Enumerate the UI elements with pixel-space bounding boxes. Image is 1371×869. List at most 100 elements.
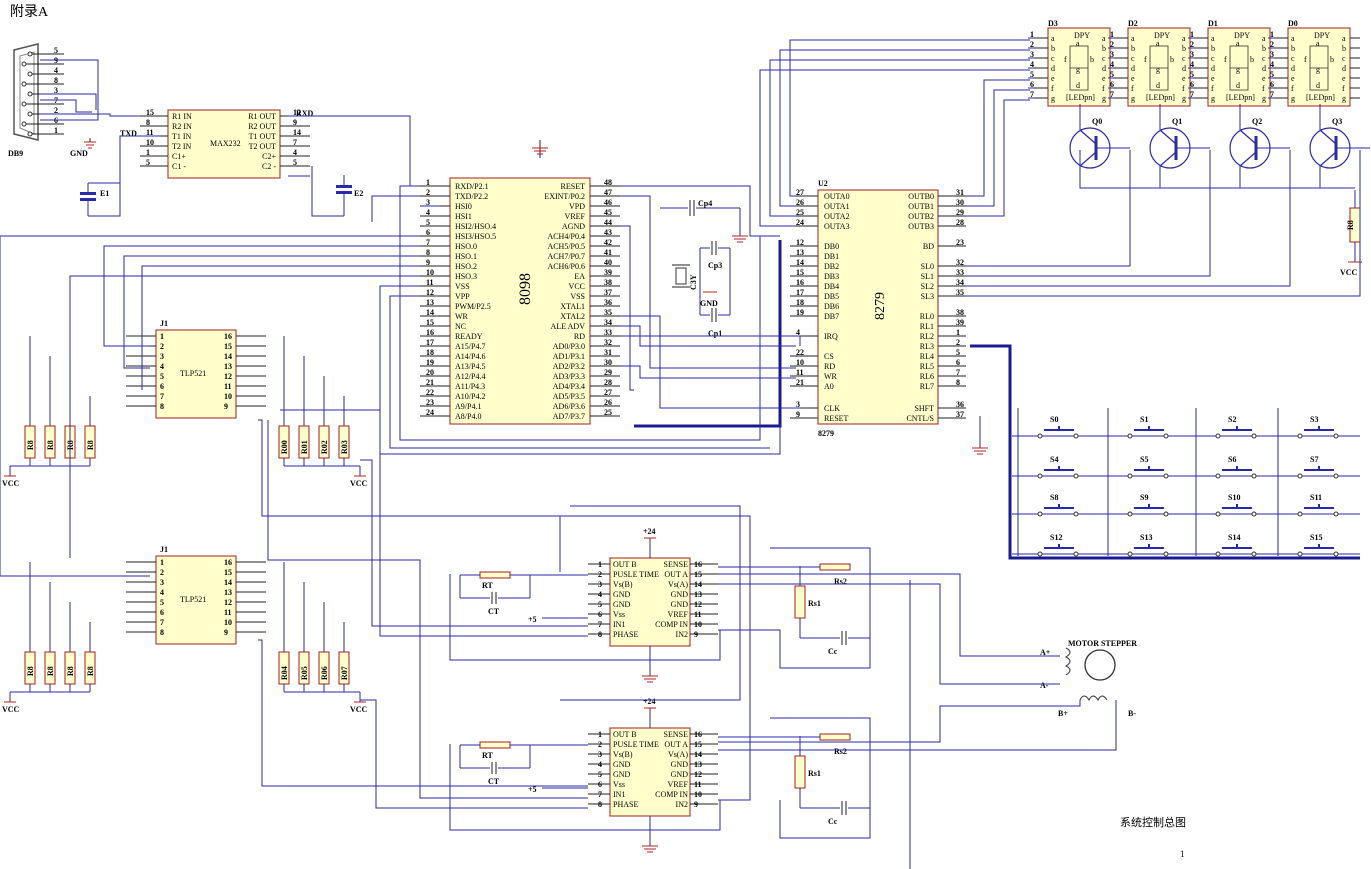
kbd-pin-name: OUTB2	[908, 212, 934, 221]
resistor-rt-ref: RT	[482, 751, 493, 760]
key-switch: S8	[1037, 493, 1079, 517]
driver-pin-name: GND	[671, 760, 689, 769]
driver-pin-name: Vs(B)	[613, 580, 633, 589]
capacitor-e2: E2	[336, 175, 363, 216]
kbd-pin-name: RD	[824, 362, 835, 371]
max232-name: MAX232	[210, 139, 241, 148]
resistor-ref: R01	[300, 440, 309, 454]
seven-segment-display	[1127, 27, 1191, 107]
svg-text:B-: B-	[1128, 709, 1136, 718]
kbd-pin-name: RL3	[920, 342, 934, 351]
kbd-pin-number: 18	[796, 298, 804, 307]
mcu-pin-name: AD1/P3.1	[553, 352, 585, 361]
kbd-pin-name: CLK	[824, 404, 840, 413]
data-bus	[634, 240, 782, 428]
opto-coupler-chip	[155, 555, 237, 645]
mcu-pin-name: HSO.2	[455, 262, 477, 271]
driver-pin-name: VREF	[668, 780, 689, 789]
kbd-pin-number: 24	[796, 218, 804, 227]
display-seg-a: a	[1156, 39, 1160, 48]
display-seg-pin: c	[1262, 54, 1266, 63]
opto-pin-number: 1	[160, 558, 164, 567]
svg-text:A-: A-	[1040, 681, 1049, 690]
kbd-pin-number: 8	[956, 378, 960, 387]
display-pin-number: 3	[1270, 50, 1274, 59]
driver-pin-number: 4	[598, 590, 602, 599]
display-ref: D3	[1048, 19, 1058, 28]
display-seg-pin: c	[1102, 54, 1106, 63]
driver-pin-name: GND	[671, 600, 689, 609]
kbd-pin-number: 7	[956, 368, 960, 377]
driver-pin-name: OUT A	[664, 570, 688, 579]
driver-pin-name: OUT B	[613, 730, 637, 739]
kbd-pin-name: SHFT	[914, 404, 934, 413]
resistor-rs2	[819, 733, 851, 741]
svg-text:Cp1: Cp1	[708, 329, 722, 338]
display-ref: D0	[1288, 19, 1298, 28]
mcu-pin-number: 25	[604, 408, 612, 417]
gnd-label-db9: GND	[70, 149, 88, 158]
transistor-ref: Q1	[1172, 117, 1182, 126]
switch-ref: S7	[1310, 455, 1318, 464]
max232-pin-name: T1 IN	[172, 132, 192, 141]
svg-text:B+: B+	[1058, 709, 1068, 718]
mcu-pin-name: A8/P4.0	[455, 412, 481, 421]
switch-ref: S13	[1140, 533, 1152, 542]
driver-pin-number: 3	[598, 750, 602, 759]
mcu-pin-name: EA	[574, 272, 585, 281]
kbd-pin-name: SL0	[921, 262, 934, 271]
kbd-ref-bottom: 8279	[818, 429, 834, 438]
max232-pin-name: C2+	[262, 152, 276, 161]
driver-pin-name: GND	[671, 590, 689, 599]
key-switch: S0	[1037, 415, 1079, 439]
display-seg-pin: d	[1211, 64, 1215, 73]
kbd-pin-number: 10	[796, 358, 804, 367]
display-seg-pin: d	[1131, 64, 1135, 73]
switch-ref: S8	[1050, 493, 1058, 502]
capacitor-cc-ref: Cc	[828, 817, 838, 826]
max232-pin-name: T2 IN	[172, 142, 192, 151]
key-switch: S4	[1037, 455, 1079, 479]
svg-text:Cp3: Cp3	[708, 261, 722, 270]
driver-pin-name: IN1	[613, 620, 625, 629]
kbd-pin-number: 32	[956, 258, 964, 267]
opto-name: TLP521	[180, 369, 206, 378]
kbd-pin-name: CS	[824, 352, 834, 361]
p24-label: +24	[643, 697, 656, 706]
kbd-pin-name: BD	[923, 242, 934, 251]
display-seg-pin: e	[1131, 74, 1135, 83]
kbd-pin-number: 28	[956, 218, 964, 227]
display-seg-g: g	[1236, 65, 1240, 74]
display-seg-pin: a	[1211, 34, 1215, 43]
mcu-pin-number: 15	[426, 318, 434, 327]
driver-pin-number: 16	[694, 560, 702, 569]
mcu-pin-number: 31	[604, 348, 612, 357]
mcu-pin-name: AD0/P3.0	[553, 342, 585, 351]
resistor-ref: R02	[320, 440, 329, 454]
display-type: DPY	[1154, 31, 1170, 40]
driver-pin-name: GND	[613, 600, 631, 609]
display-seg-pin: c	[1291, 54, 1295, 63]
max232-pin-number: 10	[146, 138, 154, 147]
display-seg-pin: g	[1211, 94, 1215, 103]
kbd-pin-number: 5	[956, 348, 960, 357]
transistor-ref: Q2	[1252, 117, 1262, 126]
display-seg-pin: f	[1131, 84, 1134, 93]
svg-text:R8: R8	[1346, 220, 1355, 230]
driver-pin-name: PHASE	[613, 630, 638, 639]
driver-pin-number: 2	[598, 740, 602, 749]
opto-pin-number: 16	[224, 558, 232, 567]
capacitor-cp1: Cp1	[700, 308, 730, 338]
driver-pin-number: 9	[694, 630, 698, 639]
resistor-ref: R8	[26, 666, 35, 676]
display-seg-pin: c	[1211, 54, 1215, 63]
driver-pin-number: 7	[598, 790, 602, 799]
key-switch: S3	[1297, 415, 1339, 439]
interconnect-wires	[0, 39, 1361, 869]
kbd-pin-number: 16	[796, 278, 804, 287]
kbd-pin-name: RESET	[824, 414, 849, 423]
driver-pin-number: 12	[694, 770, 702, 779]
display-seg-b: b	[1170, 55, 1174, 64]
display-seg-pin: c	[1131, 54, 1135, 63]
kbd-pin-number: 2	[956, 338, 960, 347]
